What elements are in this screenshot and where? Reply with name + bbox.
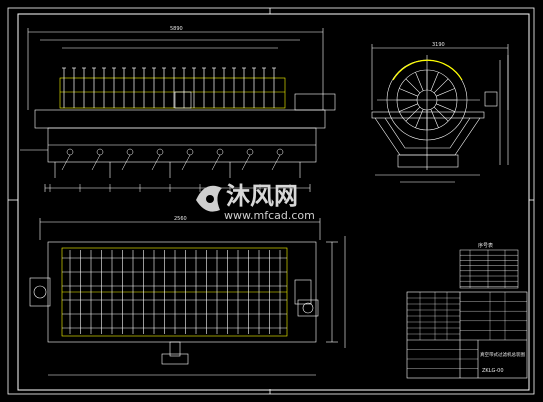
side-drum-spoke <box>405 78 421 94</box>
front-pipe <box>61 154 71 171</box>
side-drum-spoke <box>433 78 449 94</box>
front-pipe <box>91 154 101 171</box>
front-valve <box>186 148 194 156</box>
side-drum-spoke <box>415 72 424 91</box>
front-valve <box>246 148 254 156</box>
front-pipe <box>121 154 131 171</box>
parts-table-title: 序号表 <box>478 242 493 249</box>
side-drum-spoke <box>436 88 455 97</box>
watermark-brand: 沐风网 <box>226 182 298 210</box>
plan-view-filter-plates <box>62 250 287 334</box>
side-drum-spoke <box>399 103 418 112</box>
side-drum-spoke <box>415 109 424 128</box>
side-drum-spoke <box>405 106 421 122</box>
front-view <box>20 28 336 192</box>
front-pipe <box>151 154 161 171</box>
title-block-drawing-no: ZKLG-00 <box>482 368 504 374</box>
side-drum-spoke <box>436 103 455 112</box>
side-drum-spoke <box>399 88 418 97</box>
front-valve <box>276 148 284 156</box>
front-valve <box>66 148 74 156</box>
front-pipe <box>241 154 251 171</box>
drawing-frame <box>7 7 535 395</box>
side-overall-dimension: 3190 <box>432 42 445 48</box>
front-valve <box>156 148 164 156</box>
front-view-details <box>49 148 291 192</box>
front-valve <box>96 148 104 156</box>
front-overall-dimension: 5890 <box>170 26 183 32</box>
title-block-grid <box>407 292 527 369</box>
front-valve <box>126 148 134 156</box>
side-drum-spoke <box>433 106 449 122</box>
front-pipe <box>211 154 221 171</box>
side-view-drum-spokes <box>397 70 457 130</box>
plan-view <box>29 218 346 376</box>
side-drum-spoke <box>430 109 439 128</box>
side-drum-spoke <box>430 72 439 91</box>
front-pipe <box>271 154 281 171</box>
title-block-drawing-name: 真空带式过滤机总装图 <box>480 351 525 358</box>
front-view-filter-plates <box>62 67 276 108</box>
front-valve <box>216 148 224 156</box>
front-pipe <box>181 154 191 171</box>
watermark-url: www.mfcad.com <box>224 209 315 222</box>
watermark: 沐风网 www.mfcad.com <box>196 182 315 222</box>
mf-logo-icon <box>196 185 222 212</box>
plan-height-dimension: 2560 <box>174 216 187 222</box>
parts-table-rows <box>460 250 518 288</box>
title-block <box>406 291 528 379</box>
side-view-belt-arc <box>392 59 463 81</box>
parts-table <box>459 249 519 289</box>
